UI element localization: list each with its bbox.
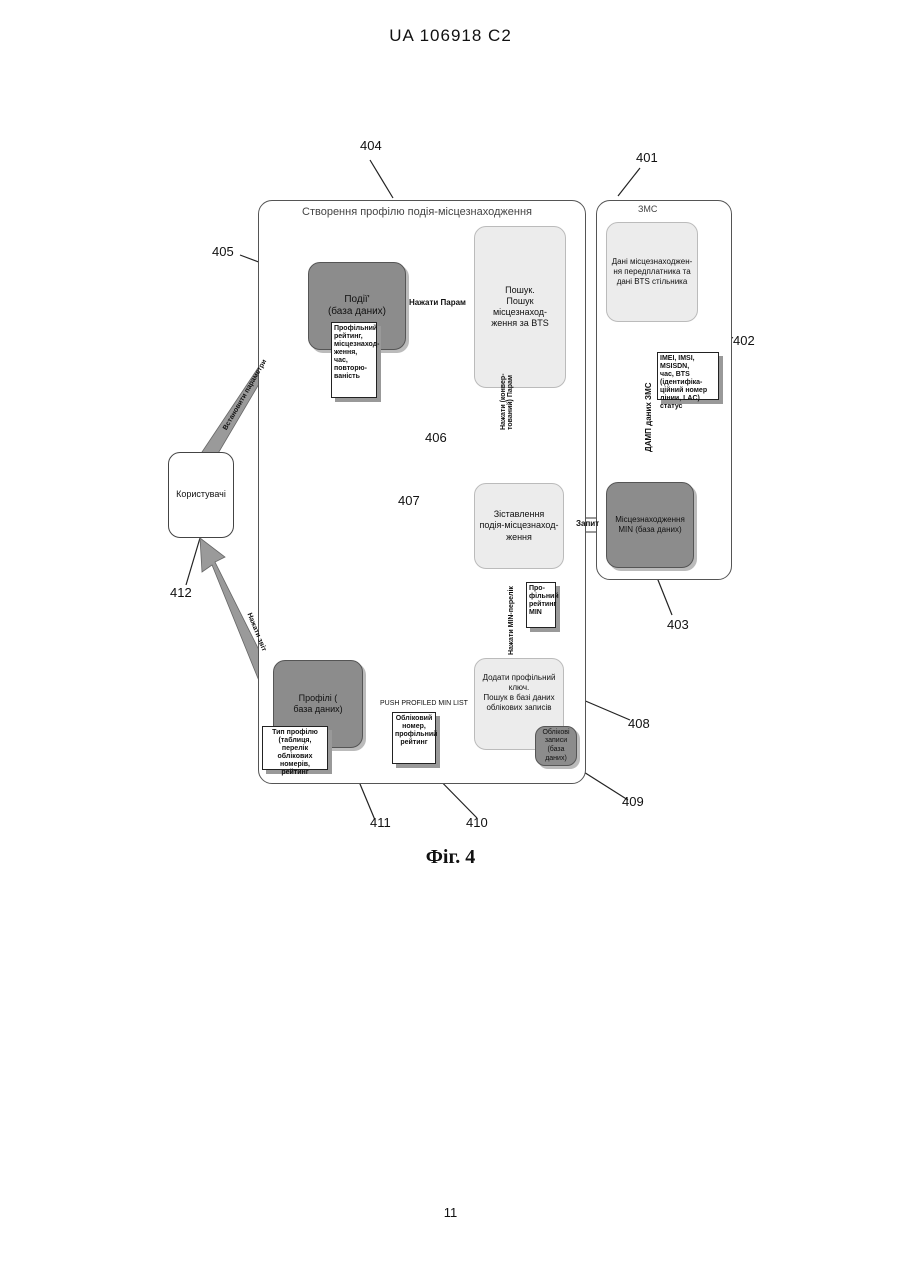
leader-404 [370,160,393,198]
push-profiled-label: PUSH PROFILED MIN LIST [380,700,468,707]
subscriber-data-block: Дані місцезнаходжен- ня передплатника та… [606,222,698,322]
location-min-database: Місцезнаходження MIN (база даних) [606,482,694,568]
account-number-note: Обліковий номер, профільний рейтинг [392,712,436,764]
min-rating-note: Про- фільний рейтинг MIN [526,582,556,628]
profile-type-note: Тип профілю (таблиця, перелік облікових … [262,726,328,770]
profile-creation-title: Створення профілю подія-місцезнаходження [302,206,532,218]
smc-title: ЗМС [638,204,657,214]
leader-412 [186,538,200,585]
leader-401 [618,168,640,196]
ref-404: 404 [360,138,382,153]
ref-406: 406 [425,430,447,445]
figure-caption: Фіг. 4 [0,846,901,869]
smc-note: IMEI, IMSI, MSISDN, час, BTS (ідентифіка… [657,352,719,400]
users-block: Користувачі [168,452,234,538]
ref-405: 405 [212,244,234,259]
request-label: Запит [576,519,599,528]
ref-409: 409 [622,794,644,809]
ref-402: 402 [733,333,755,348]
ref-410: 410 [466,815,488,830]
ref-412: 412 [170,585,192,600]
smc-dump-label: ДАМП даних ЗМС [644,382,653,452]
ref-411: 411 [370,815,391,830]
search-block: Пошук. Пошук місцезнаход- ження за BTS [474,226,566,388]
ref-407: 407 [398,493,420,508]
accounts-database: Облікові записи (база даних) [535,726,577,766]
page-number: 11 [0,1205,901,1220]
push-params-label: Нажати Парам [409,298,466,307]
push-converted-label: Нажати (конвер- тований) Парам [500,373,514,430]
events-note: Профільний рейтинг, місцезнаход- ження, … [331,322,377,398]
matching-block: Зіставлення подія-місцезнаход- ження [474,483,564,569]
ref-401: 401 [636,150,658,165]
ref-408: 408 [628,716,650,731]
push-min-list-label: Нажати MIN-перелік [508,586,515,655]
ref-403: 403 [667,617,689,632]
